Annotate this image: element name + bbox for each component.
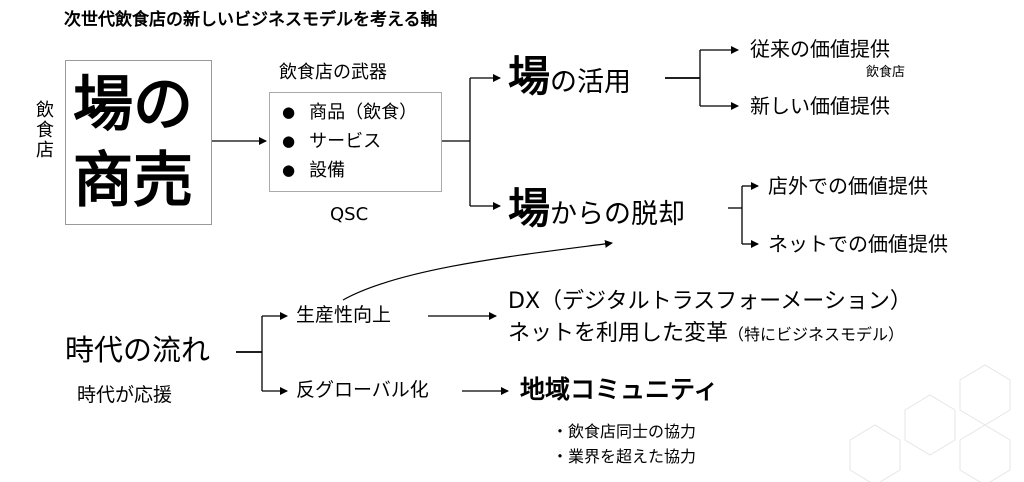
curved-arrow-productivity-to-escape — [342, 239, 613, 301]
dx-line2: ネットを利用した変革（特にビジネスモデル） — [508, 323, 904, 345]
branch-outside-store: 店外での価値提供 — [768, 174, 928, 198]
anti-globalization-label: 反グローバル化 — [296, 379, 429, 401]
community-point: ・飲食店同士の協力 — [552, 422, 697, 441]
dx-line2-main: ネットを利用した変革 — [508, 321, 729, 346]
weapon-item: 設備 — [282, 162, 345, 180]
branch-traditional-value: 従来の価値提供 — [750, 37, 890, 61]
trend-sub: 時代が応援 — [77, 384, 173, 406]
use-of-place-heading: 場の活用 — [508, 56, 631, 98]
dx-line2-note: （特にビジネスモデル） — [728, 325, 905, 344]
hex-pattern-decoration — [849, 364, 1011, 482]
big-text-line2: 商売 — [73, 146, 193, 216]
trend-label: 時代の流れ — [65, 333, 211, 367]
use-of-place-tail: の活用 — [550, 67, 632, 98]
branch-online: ネットでの価値提供 — [768, 232, 948, 256]
diagram-title: 次世代飲食店の新しいビジネスモデルを考える軸 — [64, 10, 438, 30]
branch-note-restaurant: 飲食店 — [866, 65, 906, 80]
weapon-item: 商品（飲食） — [282, 104, 417, 122]
weapons-heading: 飲食店の武器 — [279, 62, 387, 83]
productivity-label: 生産性向上 — [296, 304, 392, 326]
place-business-box: 場の 商売 — [65, 60, 212, 225]
use-of-place-head: 場 — [508, 52, 551, 101]
escape-place-head: 場 — [508, 184, 551, 233]
qsc-label: QSC — [330, 204, 369, 225]
side-label-restaurant: 飲食店 — [33, 100, 54, 160]
big-text-line1: 場の — [73, 70, 193, 140]
community-point: ・業界を超えた協力 — [552, 447, 697, 466]
escape-place-heading: 場からの脱却 — [508, 188, 685, 230]
weapon-item: サービス — [282, 133, 381, 151]
dx-line1: DX（デジタルトラスフォーメーション） — [508, 289, 912, 314]
community-label: 地域コミュニティ — [520, 375, 719, 404]
escape-place-tail: からの脱却 — [550, 199, 686, 230]
branch-new-value: 新しい価値提供 — [750, 94, 890, 118]
weapons-box: 商品（飲食） サービス 設備 — [269, 92, 442, 192]
